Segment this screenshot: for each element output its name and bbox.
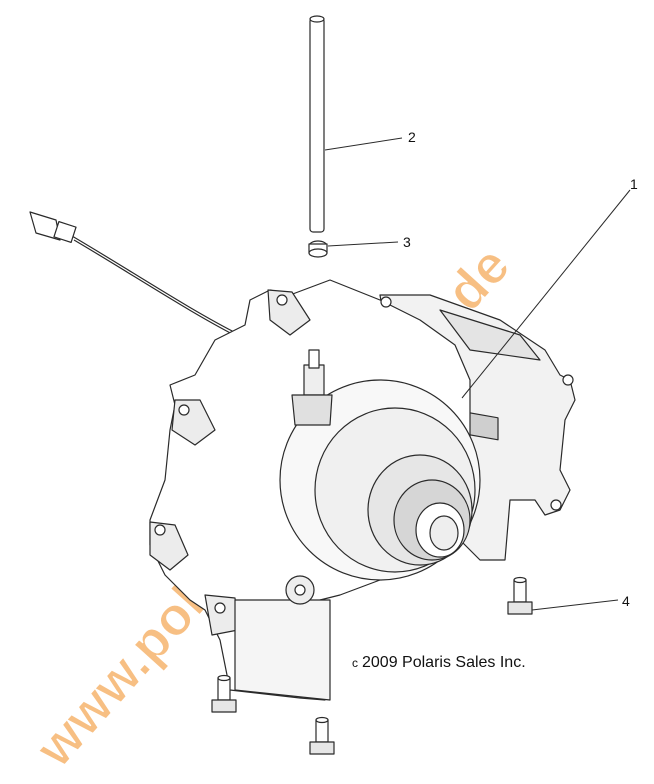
sensor-connector — [29, 211, 77, 243]
copyright-symbol: c — [352, 656, 358, 670]
callout-1: 1 — [630, 176, 638, 192]
callout-4: 4 — [622, 593, 630, 609]
leader-3 — [327, 241, 399, 247]
leader-1 — [461, 189, 631, 399]
callout-2: 2 — [408, 129, 416, 145]
leader-lines — [324, 137, 631, 611]
part-1-gearcase-housing — [149, 279, 576, 701]
leader-2 — [324, 137, 403, 151]
part-4-bolt-right — [507, 576, 533, 615]
copyright-notice: c 2009 Polaris Sales Inc. — [352, 654, 526, 672]
part-2-vent-tube — [309, 15, 325, 233]
callout-3: 3 — [403, 234, 411, 250]
copyright-text: 2009 Polaris Sales Inc. — [362, 654, 526, 671]
part-4-bolt-lower-center — [309, 716, 335, 755]
sensor-cable — [71, 235, 243, 340]
part-4-bolt-lower-left — [211, 674, 237, 713]
leader-4 — [531, 599, 619, 611]
part-3-clamp — [308, 240, 328, 258]
